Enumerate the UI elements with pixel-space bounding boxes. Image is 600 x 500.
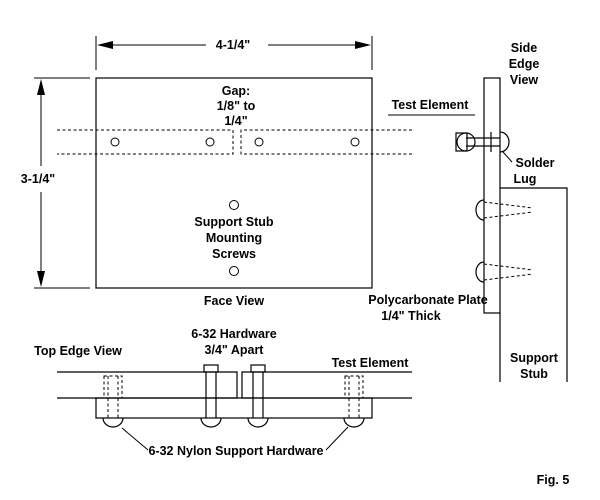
stub-screws-label-line1: Support Stub — [194, 215, 274, 229]
nylon-leader-left — [121, 427, 149, 451]
width-arrow-left — [97, 41, 113, 49]
stub-screws-label-line2: Mounting — [206, 231, 262, 245]
support-stub-label-line2: Stub — [520, 367, 548, 381]
top-hw1-nut-hidden — [103, 375, 123, 399]
test-element-left-hidden — [57, 129, 234, 155]
top-hw1-head — [102, 417, 124, 428]
face-view-label: Face View — [204, 294, 265, 308]
stub-screw-head-bottom — [475, 261, 485, 283]
face-plate-outline — [95, 77, 373, 289]
width-dimension-label: 4-1/4" — [216, 38, 250, 52]
side-view-label-line1: Side — [511, 41, 537, 55]
top-hw4-screw-hidden — [348, 376, 360, 418]
top-element-left — [57, 371, 238, 399]
nylon-hardware-label: 6-32 Nylon Support Hardware — [148, 444, 323, 458]
face-hole-4 — [350, 137, 360, 147]
plate-label-line2: 1/4" Thick — [381, 309, 440, 323]
stub-screw-hole-bottom — [229, 266, 239, 276]
width-arrow-right — [355, 41, 371, 49]
top-edge-view: 6-32 Hardware 3/4" Apart Top Edge View T… — [34, 327, 569, 487]
side-plate-edge — [483, 77, 501, 314]
face-view: 4-1/4" 3-1/4" Gap: 1/8" to 1/4" Support … — [21, 36, 475, 308]
hardware-label-line2: 3/4" Apart — [205, 343, 265, 357]
stub-screw-head-top — [475, 199, 485, 221]
top-hw2-nut — [203, 364, 219, 373]
gap-label-line3: 1/4" — [224, 114, 247, 128]
test-element-label-top: Test Element — [392, 98, 470, 112]
top-hw2-screw — [205, 372, 217, 418]
top-hw3-screw — [252, 372, 264, 418]
side-view-label-line3: View — [510, 73, 539, 87]
side-solder-lug — [456, 132, 476, 152]
stub-screw-hidden-bottom — [483, 263, 534, 281]
gap-label-line1: Gap: — [222, 84, 250, 98]
face-hole-2 — [205, 137, 215, 147]
top-hw2-head — [200, 417, 222, 428]
top-hw4-head — [343, 417, 365, 428]
top-hw1-screw-hidden — [107, 376, 119, 418]
solder-lug-leader — [502, 151, 513, 163]
side-view-label-line2: Edge — [509, 57, 540, 71]
side-edge-view: Side Edge View Solder Lug Support Stub P… — [368, 41, 568, 382]
face-hole-1 — [110, 137, 120, 147]
stub-screws-label-line3: Screws — [212, 247, 256, 261]
figure-label: Fig. 5 — [537, 473, 570, 487]
test-element-right-hidden — [240, 129, 412, 155]
top-hw4-nut-hidden — [344, 375, 364, 399]
face-hole-3 — [254, 137, 264, 147]
support-stub-label-line1: Support — [510, 351, 559, 365]
top-hw3-head — [247, 417, 269, 428]
support-stub-outline — [500, 187, 568, 382]
top-hw3-nut — [250, 364, 266, 373]
height-arrow-bottom — [37, 271, 45, 287]
side-nut — [455, 132, 468, 152]
side-screw-head — [499, 131, 510, 153]
stub-screw-hole-top — [229, 200, 239, 210]
height-dimension-label: 3-1/4" — [21, 172, 55, 186]
top-element-right — [241, 371, 412, 399]
solder-lug-label-line2: Lug — [514, 172, 537, 186]
nylon-leader-right — [325, 426, 349, 451]
stub-screw-hidden-top — [483, 201, 534, 219]
top-edge-view-label: Top Edge View — [34, 344, 122, 358]
solder-lug-label-line1: Solder — [516, 156, 555, 170]
hardware-label-line1: 6-32 Hardware — [191, 327, 277, 341]
height-arrow-top — [37, 79, 45, 95]
test-element-label-bottom: Test Element — [332, 356, 410, 370]
top-plate-edge — [95, 397, 373, 419]
plate-label-line1: Polycarbonate Plate — [368, 293, 488, 307]
gap-label-line2: 1/8" to — [217, 99, 256, 113]
